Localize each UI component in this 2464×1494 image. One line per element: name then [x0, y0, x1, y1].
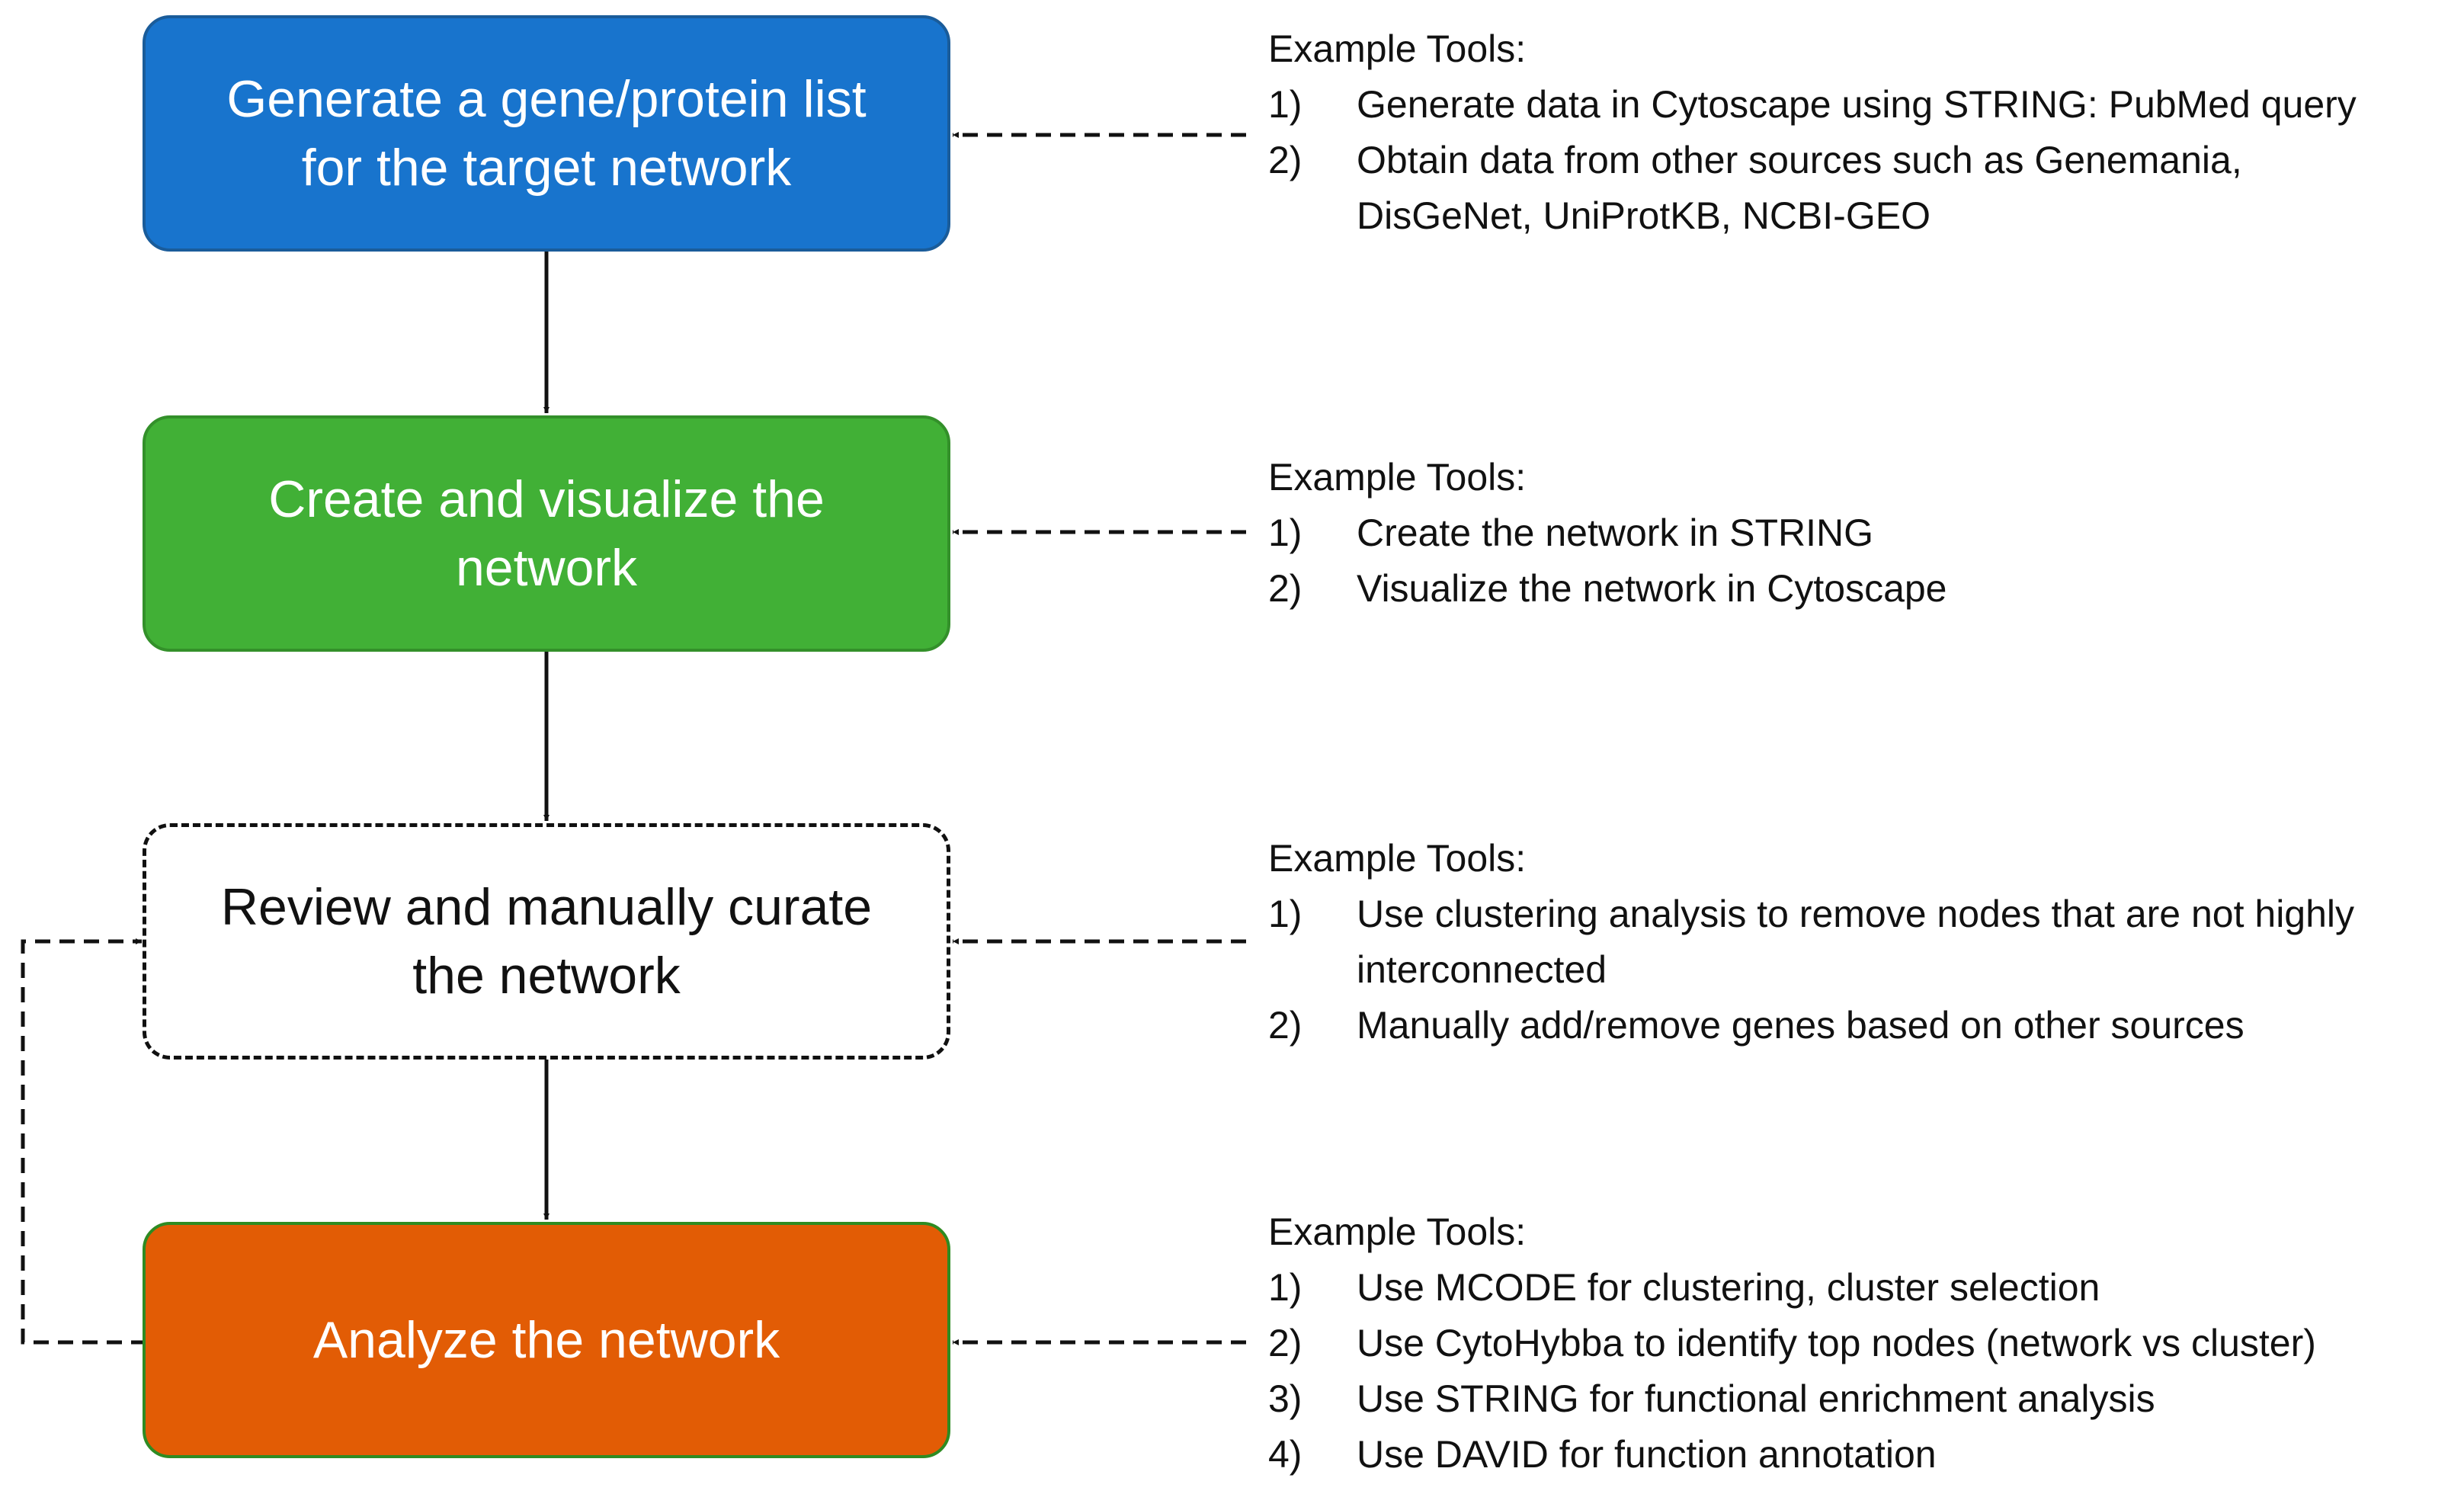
tool-text: Use DAVID for function annotation [1357, 1433, 1937, 1476]
step-label: Create and visualize the network [268, 470, 825, 597]
step-box-generate-list: Generate a gene/protein list for the tar… [143, 15, 950, 252]
step-label: Analyze the network [312, 1311, 780, 1369]
tool-item: 2) Visualize the network in Cytoscape [1268, 561, 2457, 617]
tool-text: Generate data in Cytoscape using STRING:… [1357, 83, 2357, 126]
tool-number: 1) [1268, 893, 1302, 935]
tool-text: Manually add/remove genes based on other… [1357, 1004, 2245, 1047]
tool-item: 2) Use CytoHybba to identify top nodes (… [1268, 1316, 2457, 1371]
tool-text: Use MCODE for clustering, cluster select… [1357, 1266, 2100, 1309]
tools-title: Example Tools: [1268, 1210, 1527, 1253]
step-box-analyze: Analyze the network [143, 1222, 950, 1458]
tool-item: 1) Use MCODE for clustering, cluster sel… [1268, 1260, 2457, 1316]
step-label: Review and manually curate the network [220, 878, 873, 1005]
tool-number: 3) [1268, 1377, 1302, 1420]
tool-text: Visualize the network in Cytoscape [1357, 567, 1947, 610]
tool-number: 2) [1268, 139, 1302, 181]
tool-text: Use clustering analysis to remove nodes … [1357, 893, 2355, 991]
tool-number: 2) [1268, 567, 1302, 610]
tool-item: 1) Generate data in Cytoscape using STRI… [1268, 77, 2457, 133]
tool-number: 2) [1268, 1322, 1302, 1364]
tool-number: 2) [1268, 1004, 1302, 1047]
tool-number: 1) [1268, 1266, 1302, 1309]
tool-item: 4) Use DAVID for function annotation [1268, 1427, 2457, 1483]
tool-item: 1) Create the network in STRING [1268, 505, 2457, 561]
tools-title: Example Tools: [1268, 837, 1527, 880]
feedback-loop-arrow [21, 938, 146, 1345]
tool-text: Obtain data from other sources such as G… [1357, 139, 2242, 237]
step-label: Generate a gene/protein list for the tar… [226, 70, 867, 197]
tool-item: 2) Manually add/remove genes based on ot… [1268, 998, 2457, 1053]
tool-item: 2) Obtain data from other sources such a… [1268, 133, 2457, 244]
tool-item: 1) Use clustering analysis to remove nod… [1268, 886, 2457, 998]
tools-title: Example Tools: [1268, 456, 1527, 499]
tool-text: Create the network in STRING [1357, 511, 1874, 554]
tool-text: Use STRING for functional enrichment ana… [1357, 1377, 2155, 1420]
tool-number: 1) [1268, 511, 1302, 554]
tools-panel-analyze: Example Tools: 1) Use MCODE for clusteri… [1268, 1204, 2457, 1483]
tool-item: 3) Use STRING for functional enrichment … [1268, 1371, 2457, 1427]
tools-title: Example Tools: [1268, 27, 1527, 70]
step-box-review-curate: Review and manually curate the network [143, 823, 950, 1060]
tools-panel-create-visualize: Example Tools: 1) Create the network in … [1268, 450, 2457, 617]
tool-number: 4) [1268, 1433, 1302, 1476]
tools-panel-generate-list: Example Tools: 1) Generate data in Cytos… [1268, 21, 2457, 244]
tool-text: Use CytoHybba to identify top nodes (net… [1357, 1322, 2316, 1364]
tools-panel-review-curate: Example Tools: 1) Use clustering analysi… [1268, 831, 2457, 1053]
step-box-create-visualize: Create and visualize the network [143, 415, 950, 652]
tool-number: 1) [1268, 83, 1302, 126]
